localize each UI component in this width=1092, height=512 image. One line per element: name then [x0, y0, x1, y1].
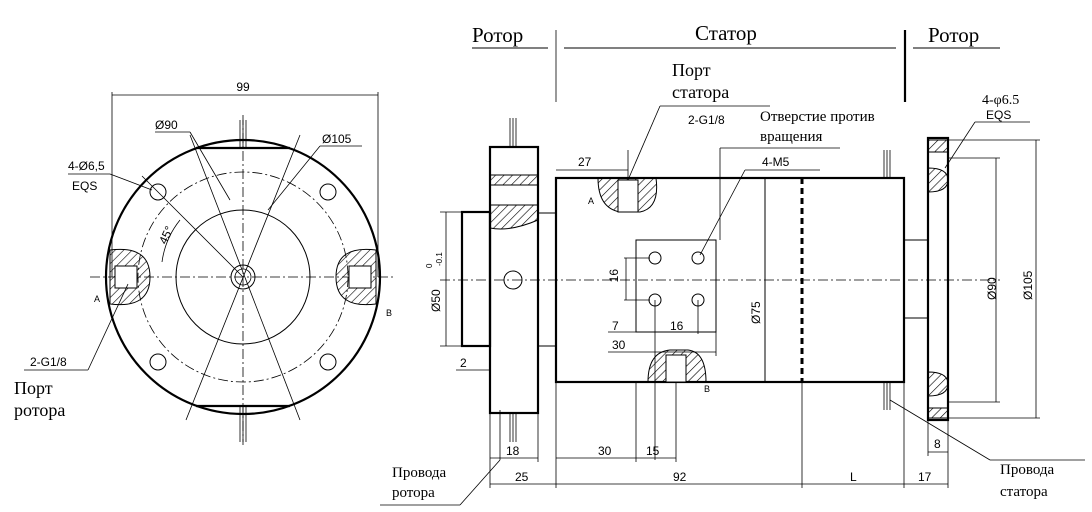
dim-2: 2 [460, 356, 467, 370]
dim-30-bottom: 30 [598, 444, 612, 458]
section-a-front: A [94, 294, 100, 304]
port-rotor-line1: Порт [14, 378, 53, 398]
port-rotor-line2: ротора [14, 400, 65, 420]
dim-dia-75: Ø75 [749, 301, 763, 324]
section-a-side: A [588, 196, 594, 206]
dim-99: 99 [236, 80, 250, 94]
eqs-right: EQS [986, 108, 1011, 122]
wires-stator-line2: статора [1000, 484, 1048, 500]
wires-stator-line1: Провода [1000, 462, 1055, 478]
dim-30-mid: 30 [612, 338, 626, 352]
anti-rotation-line2: вращения [760, 129, 823, 145]
front-view: 99 Ø90 Ø105 4-Ø6,5 EQS 45° A B 2-G1/8 По… [14, 80, 396, 445]
header-stator: Статор [695, 21, 757, 45]
dim-17: 17 [918, 470, 932, 484]
dim-dia-90-right: Ø90 [985, 277, 999, 300]
dim-7: 7 [612, 319, 619, 333]
dim-27: 27 [578, 155, 592, 169]
holes-front: 4-Ø6,5 [68, 159, 105, 173]
header-rotor-right: Ротор [928, 23, 979, 47]
port-front-thread: 2-G1/8 [30, 355, 67, 369]
dim-16-vertical: 16 [607, 269, 621, 283]
section-b-front: B [386, 308, 392, 318]
header-rotor-left: Ротор [472, 23, 523, 47]
dim-l: L [850, 470, 857, 484]
eqs-front: EQS [72, 179, 97, 193]
wire-bundle-left-bottom-icon [509, 413, 517, 442]
port-stator-line2: статора [672, 82, 729, 102]
dim-25: 25 [515, 470, 529, 484]
section-headers: Ротор Статор Ротор [472, 21, 1000, 102]
wire-bundle-right-top-icon [883, 150, 891, 178]
wires-rotor-line1: Провода [392, 465, 447, 481]
dim-dia-105-right: Ø105 [1021, 270, 1035, 300]
wire-bundle-top-icon [239, 120, 247, 148]
angle-45: 45° [156, 224, 176, 247]
wire-bundle-bottom-icon [239, 406, 247, 442]
dim-16-horizontal: 16 [670, 319, 684, 333]
side-view: Порт статора 2-G1/8 Отверстие против вра… [380, 60, 1085, 506]
tol-lower: -0.1 [435, 252, 444, 266]
tol-upper: 0 [425, 263, 434, 268]
port-stator-line1: Порт [672, 60, 711, 80]
thread-m5: 4-M5 [762, 155, 790, 169]
wire-bundle-right-bottom-icon [883, 382, 891, 410]
anti-rotation-line1: Отверстие против [760, 109, 875, 125]
dim-dia-90-front: Ø90 [155, 118, 178, 132]
dim-8: 8 [934, 437, 941, 451]
dim-15: 15 [646, 444, 660, 458]
port-side-thread: 2-G1/8 [688, 113, 725, 127]
dim-18: 18 [506, 444, 520, 458]
wires-rotor-line2: ротора [392, 485, 435, 501]
dim-dia-105-front: Ø105 [322, 132, 352, 146]
dim-92: 92 [673, 470, 687, 484]
section-b-side: B [704, 384, 710, 394]
wire-bundle-left-top-icon [509, 118, 517, 147]
dim-dia-50: Ø50 [429, 289, 443, 312]
holes-right: 4-φ6.5 [982, 93, 1019, 108]
